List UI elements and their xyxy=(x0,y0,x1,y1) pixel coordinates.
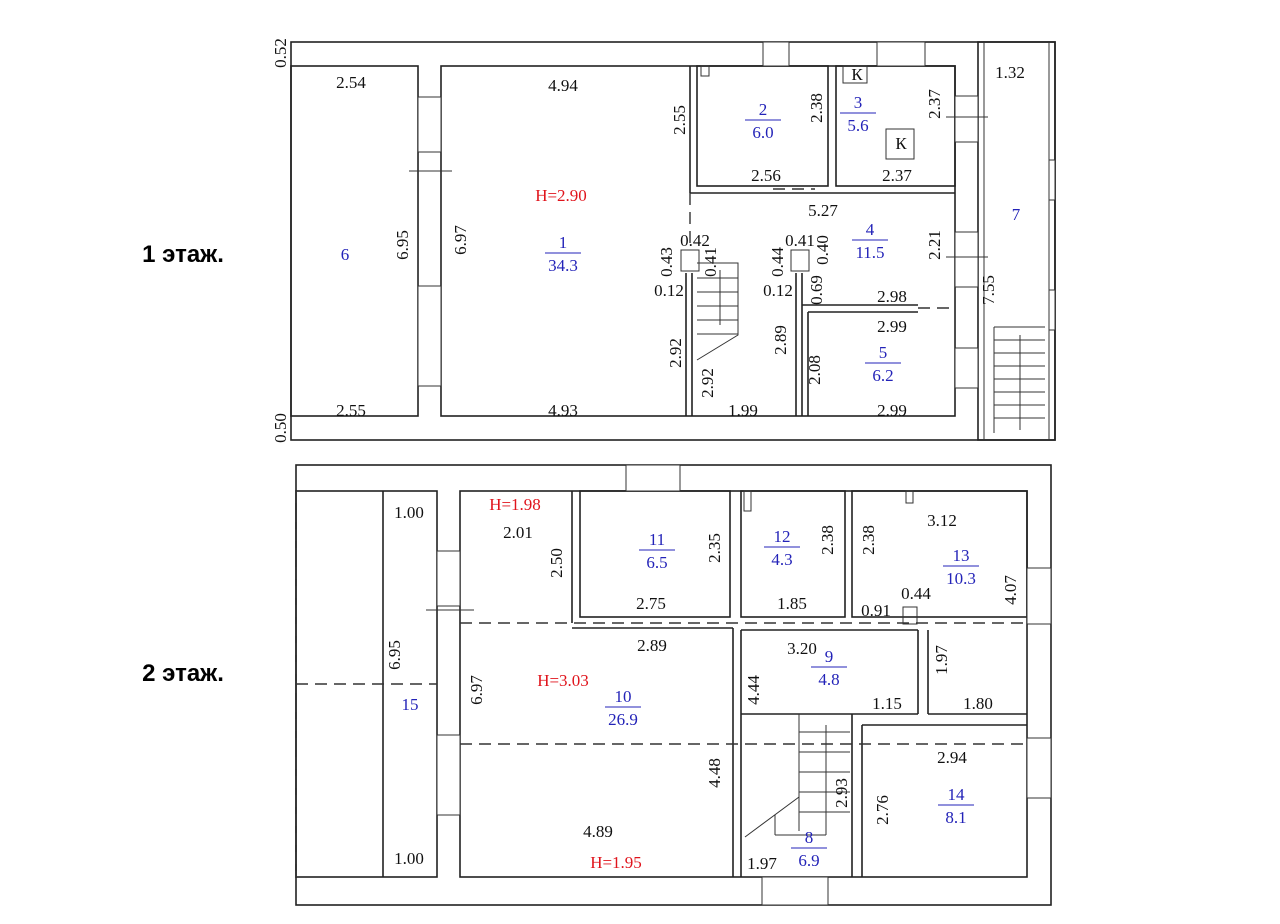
room-area: 8.1 xyxy=(945,808,966,827)
ceiling-height-label: H=2.90 xyxy=(535,186,587,205)
room-number: 2 xyxy=(759,100,768,119)
dimension-label: 0.40 xyxy=(813,235,832,265)
dimension-label: 1.97 xyxy=(747,854,777,873)
dimension-label: 1.80 xyxy=(963,694,993,713)
room-area: 6.5 xyxy=(646,553,667,572)
dimension-label: 0.41 xyxy=(785,231,815,250)
dimension-label: 0.42 xyxy=(680,231,710,250)
dimension-label: 6.95 xyxy=(385,640,404,670)
dimension-label: 1.99 xyxy=(728,401,758,420)
dimension-label: 2.21 xyxy=(925,230,944,260)
room-number: 15 xyxy=(402,695,419,714)
room-number: 14 xyxy=(948,785,966,804)
room-number: 13 xyxy=(953,546,970,565)
room-number: 6 xyxy=(341,245,350,264)
room-area: 6.0 xyxy=(752,123,773,142)
dimension-label: 6.95 xyxy=(393,230,412,260)
dimension-label: 2.76 xyxy=(873,795,892,825)
dimension-label: 0.43 xyxy=(657,247,676,277)
dimension-label: 2.38 xyxy=(807,93,826,123)
dimension-label: 2.75 xyxy=(636,594,666,613)
dimension-label: 2.99 xyxy=(877,317,907,336)
dimension-label: 4.44 xyxy=(744,675,763,705)
dimension-label: 2.38 xyxy=(859,525,878,555)
dimension-label: 2.37 xyxy=(882,166,912,185)
floor-1-label: 1 этаж. xyxy=(142,241,224,268)
room-area: 4.8 xyxy=(818,670,839,689)
stove-mark-label: К xyxy=(895,134,907,153)
room-area: 10.3 xyxy=(946,569,976,588)
dimension-label: 2.50 xyxy=(547,548,566,578)
room-number: 10 xyxy=(615,687,632,706)
dimension-label: 1.00 xyxy=(394,849,424,868)
dimension-label: 1.97 xyxy=(932,645,951,675)
dimension-label: 1.00 xyxy=(394,503,424,522)
dimension-label: 0.12 xyxy=(763,281,793,300)
room-number: 3 xyxy=(854,93,863,112)
dimension-label: 4.89 xyxy=(583,822,613,841)
dimension-label: 0.91 xyxy=(861,601,891,620)
dimension-label: 4.93 xyxy=(548,401,578,420)
dimension-label: 2.98 xyxy=(877,287,907,306)
ceiling-height-label: H=1.98 xyxy=(489,495,541,514)
room-number: 1 xyxy=(559,233,568,252)
room-area: 5.6 xyxy=(847,116,868,135)
room-area: 34.3 xyxy=(548,256,578,275)
dimension-label: 0.50 xyxy=(271,413,290,443)
room-area: 6.2 xyxy=(872,366,893,385)
dimension-label: 1.85 xyxy=(777,594,807,613)
dimension-label: 4.07 xyxy=(1001,575,1020,605)
ceiling-height-label: H=1.95 xyxy=(590,853,642,872)
room-area: 26.9 xyxy=(608,710,638,729)
ceiling-height-label: H=3.03 xyxy=(537,671,589,690)
dimension-label: 0.44 xyxy=(768,247,787,277)
dimension-label: 2.55 xyxy=(336,401,366,420)
dimension-label: 0.44 xyxy=(901,584,931,603)
dimension-label: 1.15 xyxy=(872,694,902,713)
room-number: 9 xyxy=(825,647,834,666)
dimension-label: 2.89 xyxy=(771,325,790,355)
dimension-label: 2.93 xyxy=(832,778,851,808)
dimension-label: 2.99 xyxy=(877,401,907,420)
dimension-label: 6.97 xyxy=(467,675,486,705)
dimension-label: 7.55 xyxy=(979,275,998,305)
dimension-label: 2.56 xyxy=(751,166,781,185)
dimension-label: 4.48 xyxy=(705,758,724,788)
dimension-label: 4.94 xyxy=(548,76,578,95)
room-area: 11.5 xyxy=(855,243,884,262)
room-number: 8 xyxy=(805,828,814,847)
dimension-label: 5.27 xyxy=(808,201,838,220)
dimension-label: 2.01 xyxy=(503,523,533,542)
dimension-label: 0.52 xyxy=(271,38,290,68)
dimension-label: 2.08 xyxy=(805,355,824,385)
room-number: 11 xyxy=(649,530,665,549)
room-number: 12 xyxy=(774,527,791,546)
dimension-label: 3.12 xyxy=(927,511,957,530)
dimension-label: 0.41 xyxy=(701,247,720,277)
dimension-label: 2.38 xyxy=(818,525,837,555)
dimension-label: 3.20 xyxy=(787,639,817,658)
dimension-label: 2.89 xyxy=(637,636,667,655)
room-area: 4.3 xyxy=(771,550,792,569)
room-number: 4 xyxy=(866,220,875,239)
dimension-label: 6.97 xyxy=(451,225,470,255)
dimension-label: 1.32 xyxy=(995,63,1025,82)
dimension-label: 2.54 xyxy=(336,73,366,92)
dimension-label: 0.12 xyxy=(654,281,684,300)
room-area: 6.9 xyxy=(798,851,819,870)
stove-mark-label: К xyxy=(851,65,863,84)
floor-2-walls xyxy=(295,464,1052,906)
dimension-label: 2.94 xyxy=(937,748,967,767)
dimension-label: 2.37 xyxy=(925,89,944,119)
dimension-label: 2.92 xyxy=(698,368,717,398)
dimension-label: 0.69 xyxy=(807,275,826,305)
dimension-label: 2.92 xyxy=(666,338,685,368)
dimension-label: 2.35 xyxy=(705,533,724,563)
floor-1-walls xyxy=(290,41,1056,441)
room-number: 7 xyxy=(1012,205,1021,224)
dimension-label: 2.55 xyxy=(670,105,689,135)
room-number: 5 xyxy=(879,343,888,362)
floor-2-label: 2 этаж. xyxy=(142,660,224,687)
